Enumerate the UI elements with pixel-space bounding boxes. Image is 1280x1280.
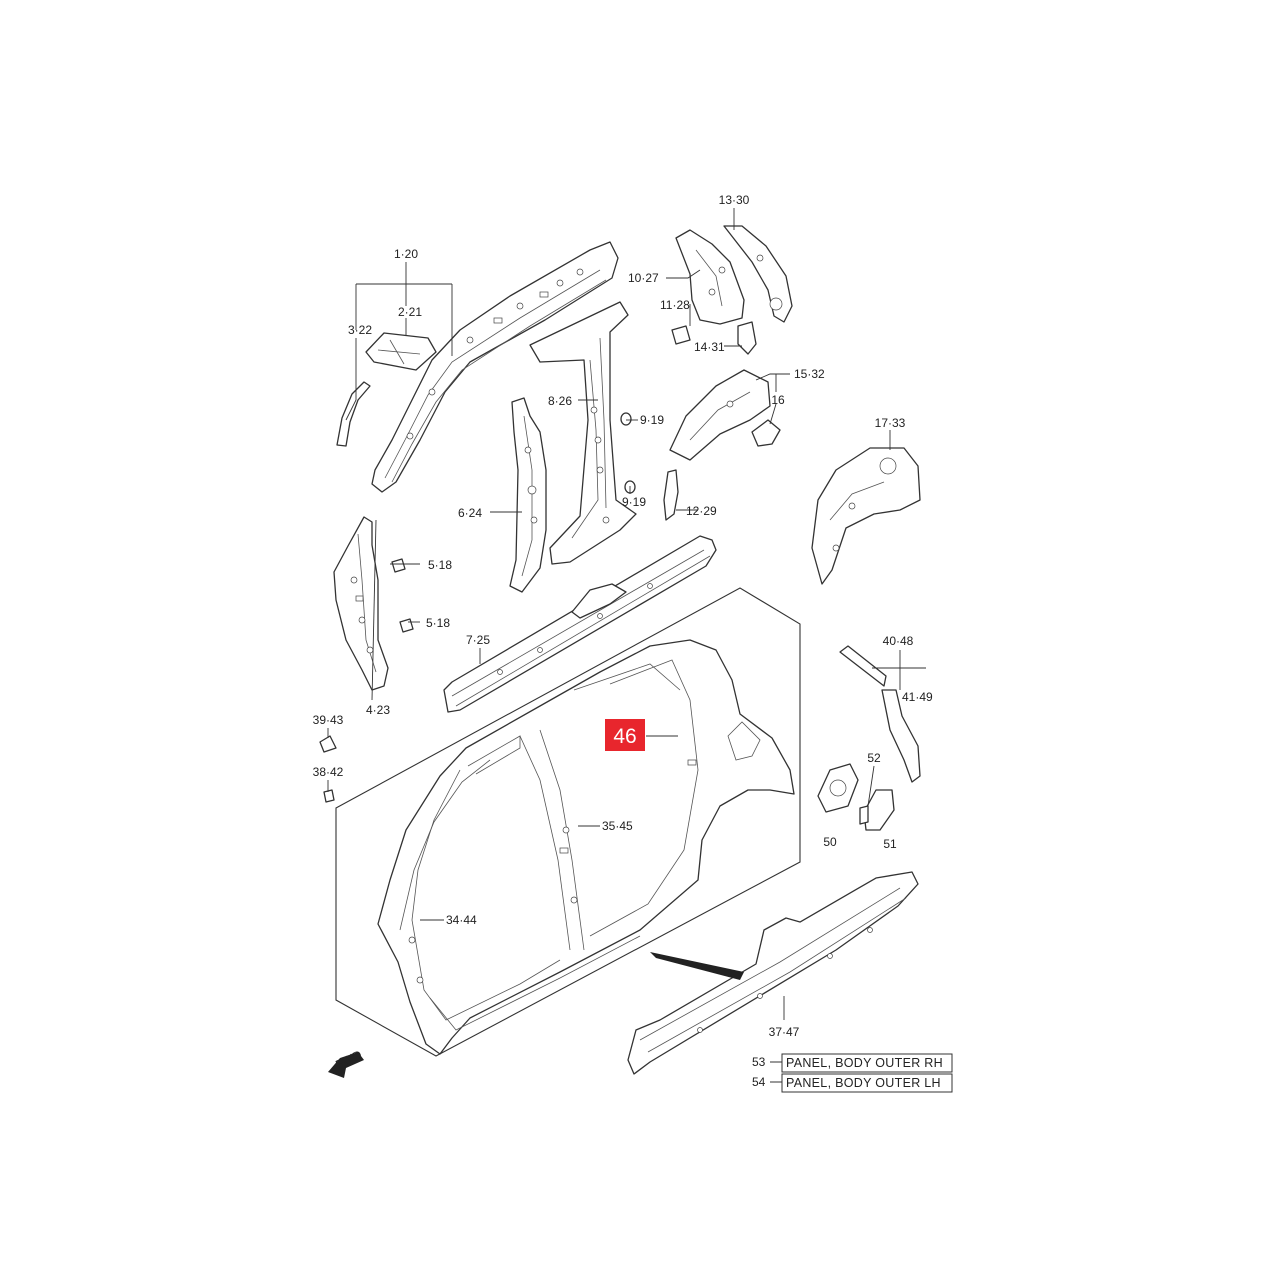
callout-3: 3·22 (348, 323, 372, 337)
part-wheelhouse-upper (669, 369, 771, 461)
callout-15: 15·32 (794, 367, 825, 381)
callout-5b: 5·18 (426, 616, 450, 630)
callout-51: 51 (883, 837, 897, 851)
assembly-frame (335, 587, 801, 1057)
leader-lines (327, 208, 926, 1083)
part-clip-39 (319, 735, 337, 753)
part-b-pillar-inner (509, 397, 547, 593)
part-roof-bracket (365, 332, 437, 371)
callout-52: 52 (867, 751, 881, 765)
callout-35: 35·45 (602, 819, 633, 833)
callout-37: 37·47 (769, 1025, 800, 1039)
part-a-pillar-strip (336, 381, 371, 447)
callout-10: 10·27 (628, 271, 659, 285)
callout-9a: 9·19 (640, 413, 664, 427)
part-wheelhouse-cap (751, 419, 781, 447)
legend-number-54: 54 (752, 1075, 766, 1089)
part-c-pillar-inner (675, 229, 745, 325)
callout-6: 6·24 (458, 506, 482, 520)
part-c-pillar-gusset (737, 321, 757, 355)
callout-40: 40·48 (883, 634, 914, 648)
part-b-pillar-outer (529, 301, 637, 565)
callout-50: 50 (823, 835, 837, 849)
part-c-pillar-reinforcement (723, 225, 793, 323)
legend-label-54: PANEL, BODY OUTER LH (786, 1076, 941, 1090)
callout-14: 14·31 (694, 340, 725, 354)
part-small-bracket (663, 469, 679, 521)
part-fuel-filler-door (863, 789, 895, 831)
callout-7: 7·25 (466, 633, 490, 647)
part-roof-rail-inner (371, 241, 619, 493)
callout-16: 16 (771, 393, 785, 407)
callout-11: 11·28 (660, 298, 690, 312)
front-arrow: FWD (328, 1047, 364, 1078)
part-fuel-hinge (859, 805, 869, 825)
part-body-side-outer (377, 639, 795, 1055)
callout-9b: 9·19 (622, 495, 646, 509)
callout-41: 41·49 (902, 690, 933, 704)
callout-1: 1·20 (394, 247, 418, 261)
part-clip-38 (323, 789, 335, 803)
callout-39: 39·43 (313, 713, 344, 727)
callout-2: 2·21 (398, 305, 422, 319)
part-c-pillar-bracket (671, 325, 691, 345)
legend-label-53: PANEL, BODY OUTER RH (786, 1056, 943, 1070)
part-hinge-pillar (333, 516, 389, 691)
part-grommet-upper (620, 412, 632, 426)
callout-46: 46 (613, 725, 636, 748)
part-clip-upper (391, 558, 406, 573)
callout-46-highlight[interactable]: 46 (605, 719, 645, 751)
callout-labels: 1·20 2·21 3·22 4·23 5·18 5·18 6·24 7·25 … (313, 193, 933, 1039)
part-fuel-filler-housing (817, 763, 859, 813)
callout-17: 17·33 (875, 416, 906, 430)
legend-box-53 (781, 1053, 953, 1073)
legend: 53 PANEL, BODY OUTER RH 54 PANEL, BODY O… (752, 1053, 953, 1093)
front-arrow-label: FWD (333, 1047, 364, 1071)
part-rear-quarter-inner (811, 447, 921, 585)
callout-8: 8·26 (548, 394, 572, 408)
part-side-sill-inner (443, 535, 717, 713)
highlight-box (605, 719, 645, 751)
callout-4: 4·23 (366, 703, 390, 717)
part-taillight-bracket-lower (881, 689, 921, 783)
callout-38: 38·42 (313, 765, 344, 779)
callout-5a: 5·18 (428, 558, 452, 572)
legend-box-54 (781, 1073, 953, 1093)
part-side-sill-outer (627, 871, 919, 1075)
part-clip-lower (399, 618, 414, 633)
callout-13: 13·30 (719, 193, 750, 207)
legend-number-53: 53 (752, 1055, 766, 1069)
assembly-arrow (650, 952, 744, 980)
part-taillight-bracket-upper (839, 645, 887, 687)
callout-12: 12·29 (686, 504, 717, 518)
callout-34: 34·44 (446, 913, 477, 927)
